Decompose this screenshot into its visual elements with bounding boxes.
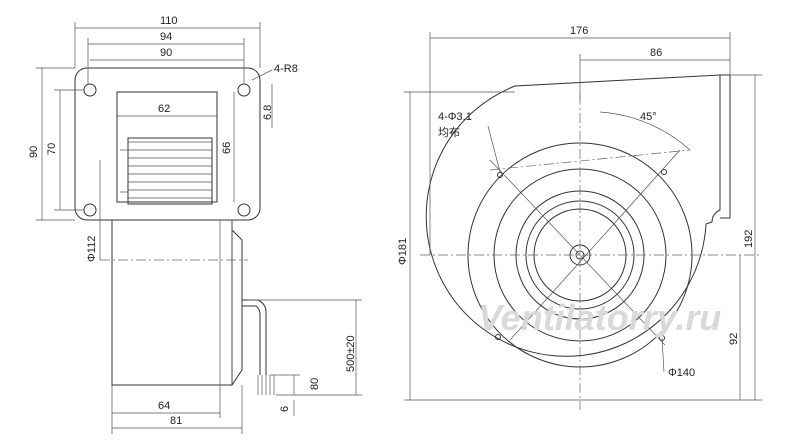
dimension-lines-side-right bbox=[404, 74, 762, 401]
dim-4-holes: 4-Φ3.1 bbox=[438, 111, 472, 123]
dimension-lines-bottom bbox=[111, 385, 243, 434]
impeller-blades bbox=[120, 137, 213, 205]
scroll-housing bbox=[425, 74, 721, 357]
dimension-lines-top bbox=[74, 22, 273, 117]
mount-hole bbox=[83, 203, 97, 217]
dim-d140: Φ140 bbox=[668, 367, 695, 379]
mount-hole bbox=[237, 203, 251, 217]
front-view: 176 86 45° 4-Φ3.1 均布 Φ181 192 92 Φ140 bbox=[397, 25, 762, 410]
dim-90-width: 90 bbox=[160, 47, 172, 59]
outlet-opening bbox=[116, 91, 218, 203]
dim-6: 6 bbox=[279, 406, 291, 412]
screw-hole bbox=[661, 169, 667, 175]
housing-ring-inner bbox=[525, 200, 635, 310]
dim-90-height: 90 bbox=[28, 146, 40, 158]
dim-45-deg: 45° bbox=[640, 111, 657, 123]
dim-80: 80 bbox=[309, 378, 321, 390]
mount-hole bbox=[83, 83, 97, 97]
dim-92: 92 bbox=[728, 333, 740, 345]
dimension-lines-cable bbox=[248, 299, 362, 416]
dimension-lines-left bbox=[36, 67, 273, 260]
dim-110: 110 bbox=[160, 15, 178, 27]
cable-assembly bbox=[242, 299, 275, 395]
side-view: 110 94 90 4-R8 62 90 70 Φ112 66 6.8 bbox=[28, 15, 362, 434]
mount-hole bbox=[237, 83, 251, 97]
dim-176: 176 bbox=[570, 25, 588, 37]
dim-4-r8: 4-R8 bbox=[274, 63, 298, 75]
motor-body bbox=[111, 219, 233, 386]
dim-86: 86 bbox=[650, 47, 662, 59]
dim-70: 70 bbox=[46, 143, 58, 155]
dim-500: 500±20 bbox=[345, 335, 357, 372]
dim-66: 66 bbox=[221, 142, 233, 154]
dim-d181: Φ181 bbox=[397, 238, 409, 265]
dim-62: 62 bbox=[158, 103, 170, 115]
screw-hole bbox=[497, 172, 503, 178]
dimension-lines-top-right bbox=[429, 32, 731, 255]
dim-192: 192 bbox=[743, 230, 755, 248]
dim-81: 81 bbox=[170, 415, 182, 427]
watermark: Ventilatorry.ru bbox=[478, 297, 721, 338]
dim-d112: Φ112 bbox=[86, 236, 98, 262]
dim-64: 64 bbox=[158, 400, 170, 412]
screw-hole bbox=[495, 334, 501, 340]
dim-6-8: 6.8 bbox=[262, 105, 274, 120]
dim-holes-note: 均布 bbox=[438, 126, 460, 139]
dim-94: 94 bbox=[160, 31, 172, 43]
